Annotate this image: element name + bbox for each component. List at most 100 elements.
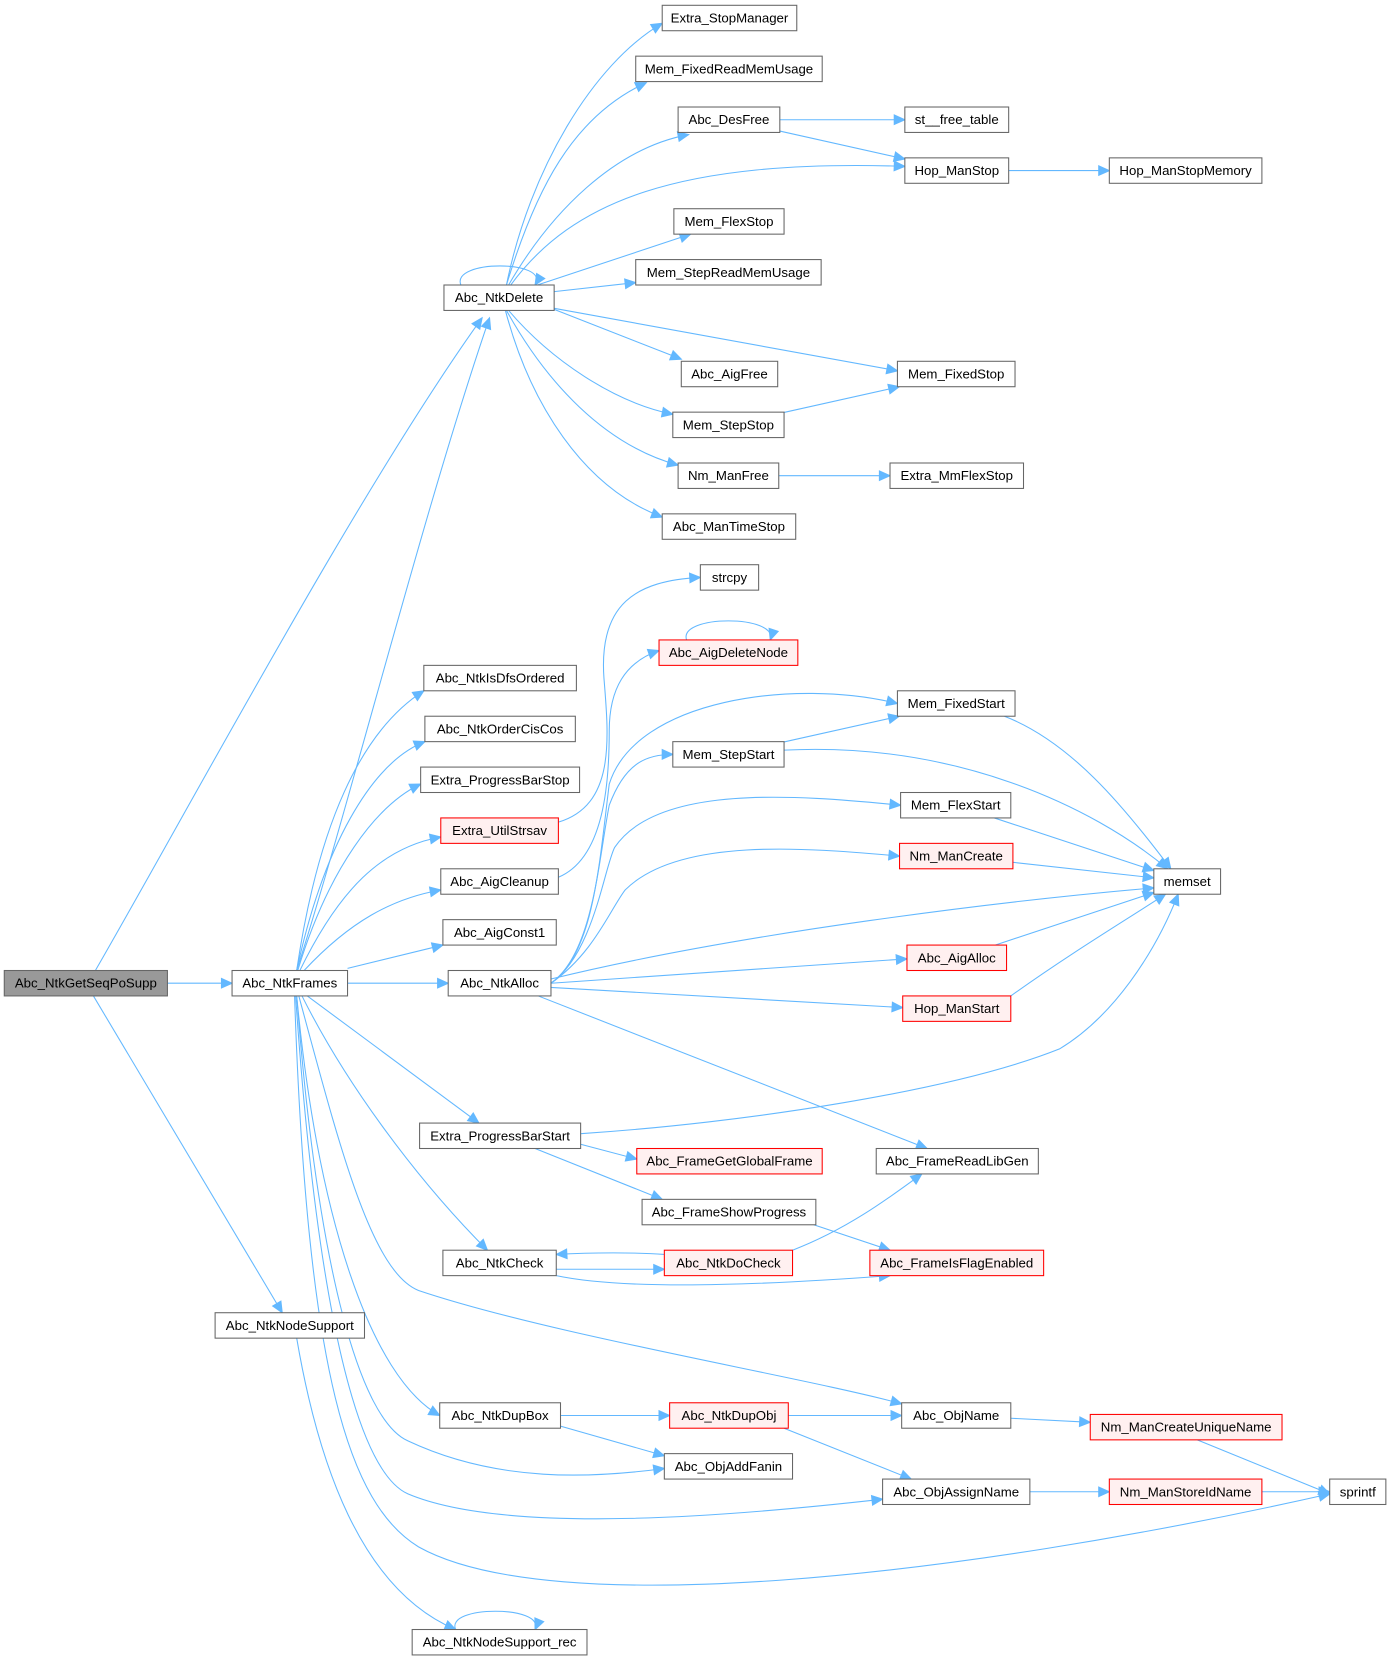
- node-extra-progressbarstop[interactable]: Extra_ProgressBarStop: [420, 766, 581, 794]
- node-abc-desfree[interactable]: Abc_DesFree: [677, 106, 781, 133]
- node-box: [896, 360, 1016, 388]
- node-hop-manstart[interactable]: Hop_ManStart: [902, 995, 1012, 1022]
- node-box: [635, 259, 822, 286]
- node-mem-stepstop[interactable]: Mem_StepStop: [672, 411, 785, 439]
- node-abc-ntkdupobj[interactable]: Abc_NtkDupObj: [669, 1402, 789, 1429]
- edge-Abc_NtkDelete-to-Abc_AigFree: [553, 308, 683, 361]
- edge-line: [296, 741, 426, 971]
- node-abc-aigfree[interactable]: Abc_AigFree: [680, 360, 779, 388]
- node-abc-ntknodesupport-rec[interactable]: Abc_NtkNodeSupport_rec: [411, 1628, 588, 1656]
- arrowhead-icon: [408, 783, 422, 794]
- arrowhead-icon: [649, 22, 664, 34]
- node-box: [896, 690, 1016, 717]
- node-mem-flexstop[interactable]: Mem_FlexStop: [673, 208, 785, 235]
- node-abc-frameisflagenabled[interactable]: Abc_FrameIsFlagEnabled: [869, 1249, 1045, 1277]
- node-abc-ntkorderciscos[interactable]: Abc_NtkOrderCisCos: [424, 715, 576, 743]
- node-abc-objassignname[interactable]: Abc_ObjAssignName: [882, 1478, 1031, 1506]
- node-label: Nm_ManCreate: [910, 849, 1003, 864]
- node-nm-manfree[interactable]: Nm_ManFree: [677, 462, 780, 489]
- node-box: [901, 1402, 1012, 1429]
- node-label: Abc_ManTimeStop: [673, 519, 785, 534]
- arrowhead-icon: [895, 954, 909, 966]
- node-label: Abc_NtkNodeSupport_rec: [423, 1635, 577, 1650]
- node-abc-frameshowprogress[interactable]: Abc_FrameShowProgress: [641, 1198, 817, 1226]
- edge-line: [994, 892, 1154, 946]
- node-abc-framereadlibgen[interactable]: Abc_FrameReadLibGen: [875, 1147, 1039, 1175]
- node-strcpy[interactable]: strcpy: [699, 564, 760, 591]
- edge-Abc_NtkGetSeqPoSupp-to-Abc_NtkDelete: [94, 316, 483, 971]
- node-mem-stepstart[interactable]: Mem_StepStart: [672, 741, 785, 768]
- node-box: [447, 969, 552, 997]
- node-abc-ntknodesupport[interactable]: Abc_NtkNodeSupport: [214, 1312, 366, 1339]
- node-box: [899, 842, 1014, 870]
- node-abc-objname[interactable]: Abc_ObjName: [901, 1402, 1012, 1429]
- node-abc-ntkisdfsordered[interactable]: Abc_NtkIsDfsOrdered: [423, 664, 577, 692]
- node-label: Abc_NtkDoCheck: [676, 1255, 781, 1270]
- edge-Abc_NtkFrames-to-Abc_ObjAddFanin: [296, 995, 666, 1476]
- arrowhead-icon: [475, 1238, 489, 1252]
- arrowhead-icon: [1141, 861, 1156, 873]
- node-sprintf[interactable]: sprintf: [1329, 1478, 1387, 1506]
- arrowhead-icon: [887, 713, 901, 725]
- arrowhead-icon: [665, 456, 680, 468]
- arrowhead-icon: [1141, 890, 1156, 902]
- node-hop-manstopmemory[interactable]: Hop_ManStopMemory: [1108, 157, 1263, 184]
- arrowhead-icon: [624, 1150, 639, 1162]
- node-abc-aigalloc[interactable]: Abc_AigAlloc: [906, 944, 1008, 972]
- node-label: Abc_NtkAlloc: [460, 976, 539, 991]
- node-box: [420, 766, 581, 794]
- edge-line: [1010, 1417, 1091, 1423]
- edge-line: [296, 1338, 456, 1631]
- node-extra-stopmanager[interactable]: Extra_StopManager: [661, 4, 798, 32]
- node-memset[interactable]: memset: [1153, 868, 1222, 895]
- node-box: [442, 1249, 557, 1277]
- node-abc-ntkdocheck[interactable]: Abc_NtkDoCheck: [663, 1249, 794, 1277]
- edge-Abc_NtkDelete-to-Abc_ManTimeStop: [504, 310, 664, 519]
- node-abc-aigdeletenode[interactable]: Abc_AigDeleteNode: [658, 639, 799, 666]
- edge-line: [301, 995, 488, 1251]
- node-abc-ntkcheck[interactable]: Abc_NtkCheck: [442, 1249, 557, 1277]
- edge-line: [554, 282, 636, 293]
- edge-line: [779, 130, 905, 160]
- node-abc-mantimestop[interactable]: Abc_ManTimeStop: [661, 513, 797, 540]
- node-label: Abc_FrameGetGlobalFrame: [646, 1154, 812, 1169]
- edge-line: [558, 650, 660, 878]
- node-mem-flexstart[interactable]: Mem_FlexStart: [900, 791, 1012, 819]
- node-mem-stepreadmemusage[interactable]: Mem_StepReadMemUsage: [635, 259, 822, 286]
- node-hop-manstop[interactable]: Hop_ManStop: [904, 157, 1010, 184]
- node-st--free-table[interactable]: st__free_table: [904, 106, 1010, 133]
- node-abc-ntkdelete[interactable]: Abc_NtkDelete: [443, 284, 555, 311]
- node-abc-objaddfanin[interactable]: Abc_ObjAddFanin: [663, 1453, 794, 1480]
- edge-Mem_StepStop-to-Mem_FixedStop: [783, 383, 901, 413]
- arrowhead-icon: [1168, 893, 1180, 907]
- node-abc-aigcleanup[interactable]: Abc_AigCleanup: [440, 868, 559, 895]
- node-abc-framegetglobalframe[interactable]: Abc_FrameGetGlobalFrame: [636, 1147, 823, 1175]
- node-extra-progressbarstart[interactable]: Extra_ProgressBarStart: [419, 1122, 582, 1150]
- node-label: Abc_NtkDupObj: [682, 1408, 777, 1423]
- edge-Abc_NtkDelete-to-Abc_NtkDelete: [459, 265, 546, 287]
- node-box: [423, 664, 577, 692]
- node-nm-manstoreidname[interactable]: Nm_ManStoreIdName: [1108, 1478, 1263, 1506]
- node-nm-mancreate[interactable]: Nm_ManCreate: [899, 842, 1014, 870]
- node-box: [673, 208, 785, 235]
- edge-line: [303, 889, 441, 971]
- node-abc-aigconst1[interactable]: Abc_AigConst1: [442, 919, 557, 946]
- node-nm-mancreateuniquename[interactable]: Nm_ManCreateUniqueName: [1089, 1413, 1283, 1441]
- node-abc-ntkframes[interactable]: Abc_NtkFrames: [231, 969, 349, 997]
- node-mem-fixedstart[interactable]: Mem_FixedStart: [896, 690, 1016, 717]
- edge-line: [1197, 1439, 1330, 1495]
- node-box: [641, 1198, 817, 1226]
- edge-Abc_AigAlloc-to-memset: [994, 890, 1156, 946]
- node-mem-fixedreadmemusage[interactable]: Mem_FixedReadMemUsage: [635, 55, 823, 83]
- edge-Abc_FrameShowProgress-to-Abc_FrameIsFlagEnabled: [813, 1224, 892, 1252]
- node-extra-mmflexstop[interactable]: Extra_MmFlexStop: [889, 462, 1025, 489]
- arrowhead-icon: [889, 1395, 903, 1407]
- node-mem-fixedstop[interactable]: Mem_FixedStop: [896, 360, 1016, 388]
- node-abc-ntkalloc[interactable]: Abc_NtkAlloc: [447, 969, 552, 997]
- node-box: [672, 411, 785, 439]
- node-label: Mem_FixedReadMemUsage: [645, 61, 813, 76]
- node-extra-utilstrsav[interactable]: Extra_UtilStrsav: [440, 817, 559, 844]
- edge-line: [783, 1427, 912, 1480]
- node-abc-ntkdupbox[interactable]: Abc_NtkDupBox: [439, 1402, 562, 1429]
